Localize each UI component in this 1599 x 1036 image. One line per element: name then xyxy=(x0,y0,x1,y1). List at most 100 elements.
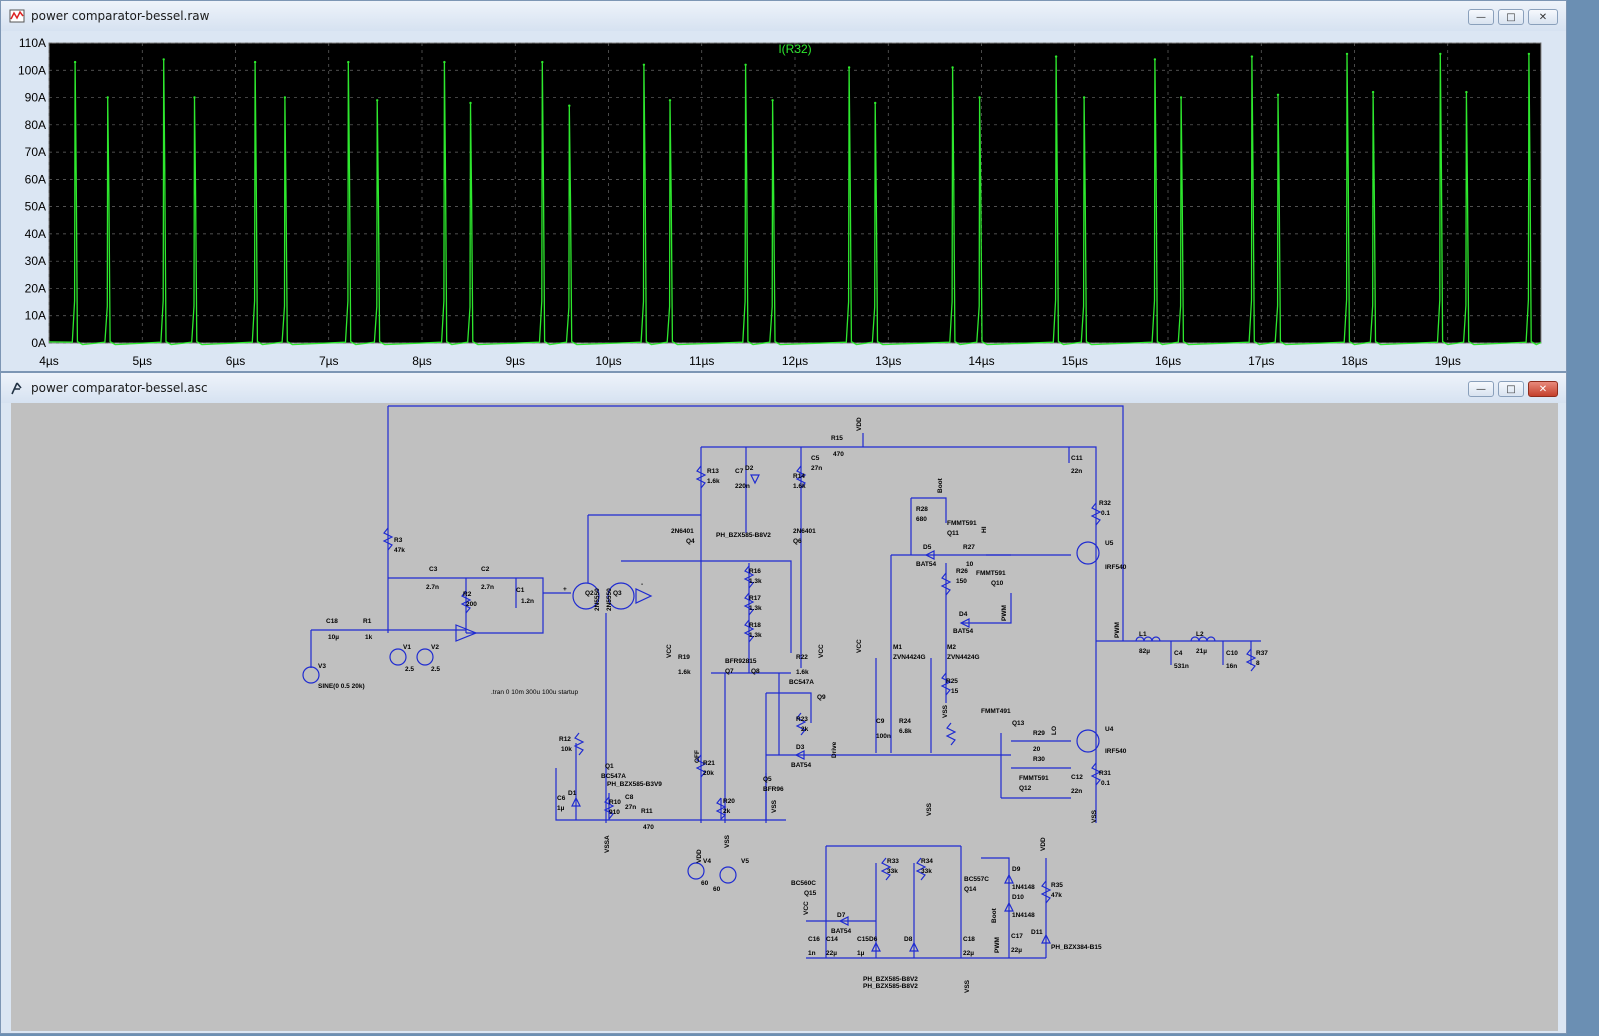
component-label-pwm3[interactable]: PWM xyxy=(994,937,1001,953)
component-label-d11v[interactable]: PH_BZX384-B15 xyxy=(1051,944,1102,951)
component-label-vss6[interactable]: VSS xyxy=(1091,809,1098,823)
component-label-c17v[interactable]: 22µ xyxy=(1011,947,1022,954)
component-label-r1[interactable]: R1 xyxy=(363,618,372,625)
component-label-vcc4[interactable]: VCC xyxy=(803,901,810,915)
component-label-c18bv[interactable]: 22µ xyxy=(963,950,974,957)
component-label-vcc2[interactable]: VCC xyxy=(818,644,825,658)
component-label-d3[interactable]: D3 xyxy=(796,744,805,751)
component-label-r20[interactable]: R20 xyxy=(723,798,735,805)
component-label-r37[interactable]: R37 xyxy=(1256,650,1268,657)
component-label-d4v[interactable]: BAT54 xyxy=(953,628,973,635)
component-label-d8[interactable]: D8 xyxy=(904,936,913,943)
component-label-v4v[interactable]: 60 xyxy=(701,880,709,887)
component-label-u4[interactable]: U4 xyxy=(1105,726,1114,733)
component-label-c6[interactable]: C6 xyxy=(557,795,566,802)
component-label-q10b[interactable]: Q10 xyxy=(991,580,1004,587)
component-label-r34v[interactable]: 33k xyxy=(921,868,932,875)
schematic-titlebar[interactable]: power comparator-bessel.asc — □ ✕ xyxy=(1,373,1566,403)
component-label-boot2[interactable]: Boot xyxy=(991,907,998,923)
component-label-q4b[interactable]: Q4 xyxy=(686,538,695,545)
minimize-button[interactable]: — xyxy=(1468,381,1494,397)
component-label-vss4[interactable]: VSS xyxy=(724,834,731,848)
component-label-c6v[interactable]: 1µ xyxy=(557,805,565,812)
component-label-q11a[interactable]: FMMT591 xyxy=(947,520,977,527)
component-label-d5[interactable]: D5 xyxy=(923,544,932,551)
component-label-d5v[interactable]: BAT54 xyxy=(916,561,936,568)
component-label-c2v[interactable]: 2.7n xyxy=(481,584,494,591)
component-label-r33v[interactable]: 33k xyxy=(887,868,898,875)
component-label-r30[interactable]: R30 xyxy=(1033,756,1045,763)
component-label-d2[interactable]: D2 xyxy=(745,465,754,472)
component-label-v2[interactable]: V2 xyxy=(431,644,439,651)
component-label-r20v[interactable]: 2k xyxy=(723,808,731,815)
component-label-l1[interactable]: L1 xyxy=(1139,631,1147,638)
component-label-r15[interactable]: R15 xyxy=(831,435,843,442)
component-label-r23[interactable]: R23 xyxy=(796,716,808,723)
component-label-u5v[interactable]: IRF540 xyxy=(1105,564,1127,571)
component-label-q13b[interactable]: Q13 xyxy=(1012,720,1025,727)
component-label-c12[interactable]: C12 xyxy=(1071,774,1083,781)
component-label-v2v[interactable]: 2.5 xyxy=(431,666,440,673)
schematic-window[interactable]: power comparator-bessel.asc — □ ✕ xyxy=(0,372,1567,1034)
component-label-r2[interactable]: R2 xyxy=(463,591,472,598)
close-button[interactable]: ✕ xyxy=(1528,9,1558,25)
component-label-vss1[interactable]: VSS xyxy=(942,704,949,718)
component-label-q2[interactable]: Q2 xyxy=(585,590,594,597)
maximize-button[interactable]: □ xyxy=(1498,9,1524,25)
component-label-c11[interactable]: C11 xyxy=(1071,455,1083,462)
component-label-r21v[interactable]: 20k xyxy=(703,770,714,777)
component-label-drive[interactable]: Drive xyxy=(831,741,838,758)
component-label-minus[interactable]: - xyxy=(641,581,643,588)
component-label-q7[interactable]: Q7 xyxy=(725,668,734,675)
component-label-d10v[interactable]: 1N4148 xyxy=(1012,912,1035,919)
component-label-c9[interactable]: C9 xyxy=(876,718,885,725)
component-label-q2v[interactable]: 2N5550 xyxy=(594,588,601,611)
component-label-c10v[interactable]: 16n xyxy=(1226,663,1237,670)
component-label-d3v[interactable]: BAT54 xyxy=(791,762,811,769)
component-label-m2v[interactable]: ZVN4424G xyxy=(947,654,980,661)
close-button[interactable]: ✕ xyxy=(1528,381,1558,397)
component-label-r10[interactable]: R10 xyxy=(609,799,621,806)
component-label-r22[interactable]: R22 xyxy=(796,654,808,661)
component-label-r13[interactable]: R13 xyxy=(707,468,719,475)
component-label-vcc3[interactable]: VCC xyxy=(856,639,863,653)
component-label-m1v[interactable]: ZVN4424G xyxy=(893,654,926,661)
component-label-r14[interactable]: R14 xyxy=(793,473,805,480)
component-label-q1[interactable]: Q1 xyxy=(605,763,614,770)
component-label-r23v[interactable]: 2k xyxy=(801,726,809,733)
component-label-r16v[interactable]: 1.3k xyxy=(749,578,762,585)
component-label-r35v[interactable]: 47k xyxy=(1051,892,1062,899)
component-label-d9v[interactable]: 1N4148 xyxy=(1012,884,1035,891)
component-label-r12[interactable]: R12 xyxy=(559,736,571,743)
component-label-l2[interactable]: L2 xyxy=(1196,631,1204,638)
component-label-dz2[interactable]: PH_BZX585-B3V9 xyxy=(607,781,662,788)
component-label-m1[interactable]: M1 xyxy=(893,644,902,651)
component-label-dz[interactable]: PH_BZX585-B8V2 xyxy=(716,532,771,539)
component-label-c14v[interactable]: 22µ xyxy=(826,950,837,957)
component-label-q4a[interactable]: 2N6401 xyxy=(671,528,694,535)
component-label-r33[interactable]: R33 xyxy=(887,858,899,865)
component-label-r17[interactable]: R17 xyxy=(749,595,761,602)
component-label-vss3[interactable]: VSS xyxy=(926,802,933,816)
component-label-c8v[interactable]: 27n xyxy=(625,804,636,811)
component-label-r12v[interactable]: 10k xyxy=(561,746,572,753)
component-label-r18v[interactable]: 1.3k xyxy=(749,632,762,639)
component-label-r26v[interactable]: 150 xyxy=(956,578,967,585)
component-label-c10[interactable]: C10 xyxy=(1226,650,1238,657)
component-label-vdd2[interactable]: VDD xyxy=(696,849,703,863)
component-label-r14v[interactable]: 1.6k xyxy=(793,483,806,490)
component-label-r24[interactable]: R24 xyxy=(899,718,911,725)
component-label-dz4[interactable]: PH_BZX585-B8V2 xyxy=(863,983,918,990)
component-label-c18v[interactable]: 10µ xyxy=(328,634,339,641)
component-label-v5[interactable]: V5 xyxy=(741,858,749,865)
component-label-c15[interactable]: C15 xyxy=(857,936,869,943)
component-label-l2v[interactable]: 21µ xyxy=(1196,648,1207,655)
component-label-d11[interactable]: D11 xyxy=(1031,929,1043,936)
component-label-r13v[interactable]: 1.6k xyxy=(707,478,720,485)
component-label-q3[interactable]: Q3 xyxy=(613,590,622,597)
waveform-titlebar[interactable]: power comparator-bessel.raw — □ ✕ xyxy=(1,1,1566,31)
component-label-c16v[interactable]: 1n xyxy=(808,950,816,957)
